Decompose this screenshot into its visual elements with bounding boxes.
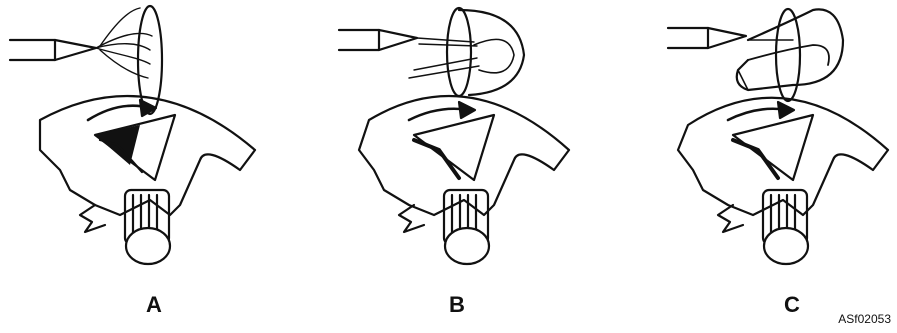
panel-c-label: C <box>772 292 812 318</box>
panel-c-drawing <box>598 0 897 333</box>
blade-disc <box>447 8 471 96</box>
triangle-window <box>95 115 175 180</box>
panel-b-label: B <box>437 292 477 318</box>
panel-a: A <box>0 0 299 333</box>
panel-b: B <box>299 0 598 333</box>
shaft-end <box>764 228 808 264</box>
panel-a-drawing <box>0 0 299 333</box>
shaft-end <box>126 228 170 264</box>
panel-b-drawing <box>299 0 598 333</box>
tool-tip <box>10 40 96 60</box>
figure-code: ASf02053 <box>838 312 891 326</box>
panel-a-label: A <box>134 292 174 318</box>
shaft-end <box>445 228 489 264</box>
panel-c: C <box>598 0 897 333</box>
